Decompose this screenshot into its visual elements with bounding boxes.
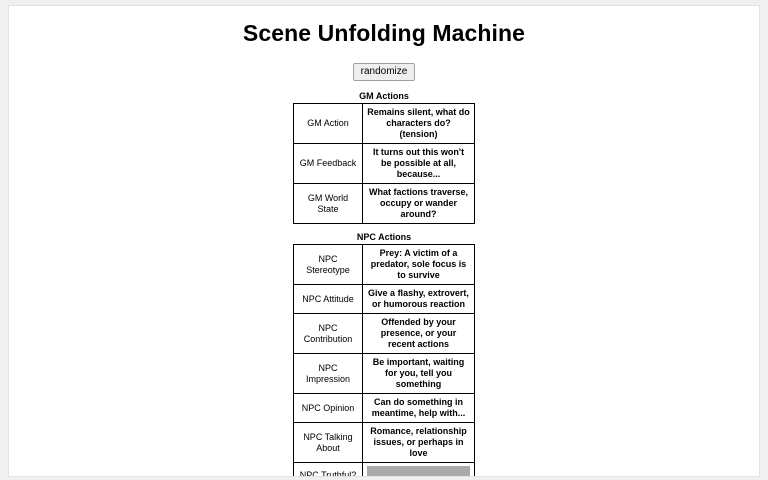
row-value[interactable]: Can do something in meantime, help with.… xyxy=(362,393,475,423)
section-header: GM Actions xyxy=(359,91,409,101)
row-label: NPC Talking About xyxy=(293,422,363,463)
table-row[interactable]: NPC Truthful? xyxy=(293,462,475,476)
row-value[interactable]: Offended by your presence, or your recen… xyxy=(362,313,475,354)
row-label: NPC Truthful? xyxy=(293,462,363,476)
blank-value-bar xyxy=(367,466,470,476)
row-value-blank[interactable] xyxy=(362,462,475,476)
page-title: Scene Unfolding Machine xyxy=(242,20,526,46)
row-label: GM Action xyxy=(293,103,363,144)
row-value[interactable]: It turns out this won't be possible at a… xyxy=(362,143,475,184)
row-label: NPC Contribution xyxy=(293,313,363,354)
row-value[interactable]: Prey: A victim of a predator, sole focus… xyxy=(362,244,475,285)
row-label: NPC Impression xyxy=(293,353,363,394)
row-value[interactable]: Give a flashy, extrovert, or humorous re… xyxy=(362,284,475,314)
section-header: NPC Actions xyxy=(356,232,412,242)
row-label: NPC Stereotype xyxy=(293,244,363,285)
randomize-button[interactable]: randomize xyxy=(352,63,416,81)
row-value[interactable]: Be important, waiting for you, tell you … xyxy=(362,353,475,394)
browser-viewport: Scene Unfolding Machine randomize GM Act… xyxy=(8,5,760,477)
toolbar: randomize xyxy=(9,61,759,81)
row-value[interactable]: Remains silent, what do characters do? (… xyxy=(362,103,475,144)
row-value[interactable]: Romance, relationship issues, or perhaps… xyxy=(362,422,475,463)
row-label: NPC Opinion xyxy=(293,393,363,423)
row-value[interactable]: What factions traverse, occupy or wander… xyxy=(362,183,475,224)
row-label: GM Feedback xyxy=(293,143,363,184)
row-label: GM World State xyxy=(293,183,363,224)
row-label: NPC Attitude xyxy=(293,284,363,314)
